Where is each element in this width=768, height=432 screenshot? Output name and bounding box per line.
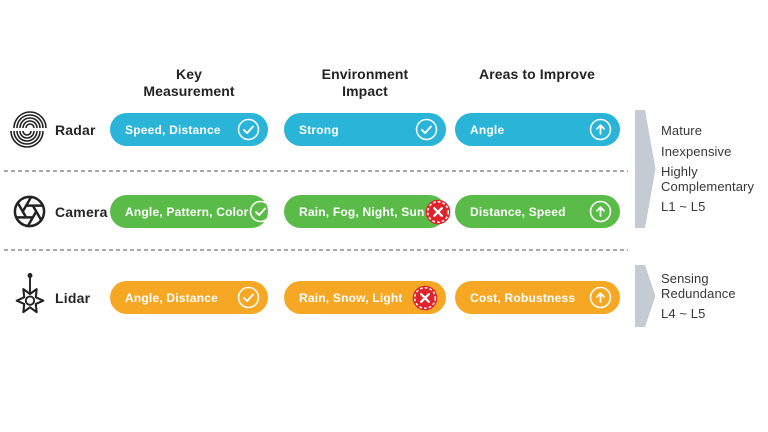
pill-text: Rain, Fog, Night, Sun — [299, 204, 425, 219]
pill-text: Cost, Robustness — [470, 290, 576, 305]
check-circle-icon — [415, 118, 438, 141]
note-line: L1 ~ L5 — [661, 199, 706, 215]
x-circle-icon — [425, 199, 451, 225]
note-line: L4 ~ L5 — [661, 306, 706, 322]
up-arrow-circle-icon — [589, 118, 612, 141]
dashed-divider — [4, 249, 628, 251]
pill-lidar-key-measurement: Angle, Distance — [110, 281, 268, 314]
bracket-lidar — [635, 265, 656, 327]
radar-icon — [10, 111, 47, 148]
pill-radar-areas-to-improve: Angle — [455, 113, 620, 146]
pill-text: Angle, Distance — [125, 290, 219, 305]
check-circle-icon — [249, 200, 272, 223]
pill-text: Strong — [299, 122, 339, 137]
pill-lidar-areas-to-improve: Cost, Robustness — [455, 281, 620, 314]
pill-text: Speed, Distance — [125, 122, 221, 137]
row-label-lidar: Lidar — [55, 290, 91, 306]
note-line: Highly Complementary — [661, 164, 755, 194]
pill-text: Distance, Speed — [470, 204, 566, 219]
pill-camera-environment-impact: Rain, Fog, Night, Sun — [284, 195, 446, 228]
pill-camera-key-measurement: Angle, Pattern, Color — [110, 195, 268, 228]
column-header-environment-impact: Environment Impact — [321, 66, 409, 100]
pill-radar-environment-impact: Strong — [284, 113, 446, 146]
check-circle-icon — [237, 118, 260, 141]
pill-text: Angle, Pattern, Color — [125, 204, 249, 219]
note-lidar: Sensing Redundance L4 ~ L5 — [661, 271, 768, 322]
column-header-key-measurement: Key Measurement — [143, 66, 235, 100]
pill-text: Angle — [470, 122, 505, 137]
up-arrow-circle-icon — [589, 200, 612, 223]
lidar-icon — [11, 271, 49, 317]
camera-aperture-icon — [12, 194, 47, 229]
x-circle-icon — [412, 285, 438, 311]
up-arrow-circle-icon — [589, 286, 612, 309]
pill-text: Rain, Snow, Light — [299, 290, 403, 305]
column-header-areas-to-improve: Areas to Improve — [479, 66, 595, 82]
pill-radar-key-measurement: Speed, Distance — [110, 113, 268, 146]
note-radar-camera: Mature Inexpensive Highly Complementary … — [661, 123, 768, 215]
pill-camera-areas-to-improve: Distance, Speed — [455, 195, 620, 228]
bracket-radar-camera — [635, 110, 656, 228]
check-circle-icon — [237, 286, 260, 309]
dashed-divider — [4, 170, 628, 172]
row-label-camera: Camera — [55, 204, 108, 220]
pill-lidar-environment-impact: Rain, Snow, Light — [284, 281, 446, 314]
note-line: Inexpensive — [661, 143, 732, 159]
note-line: Mature — [661, 123, 703, 138]
row-label-radar: Radar — [55, 122, 96, 138]
note-line: Sensing Redundance — [661, 271, 736, 301]
